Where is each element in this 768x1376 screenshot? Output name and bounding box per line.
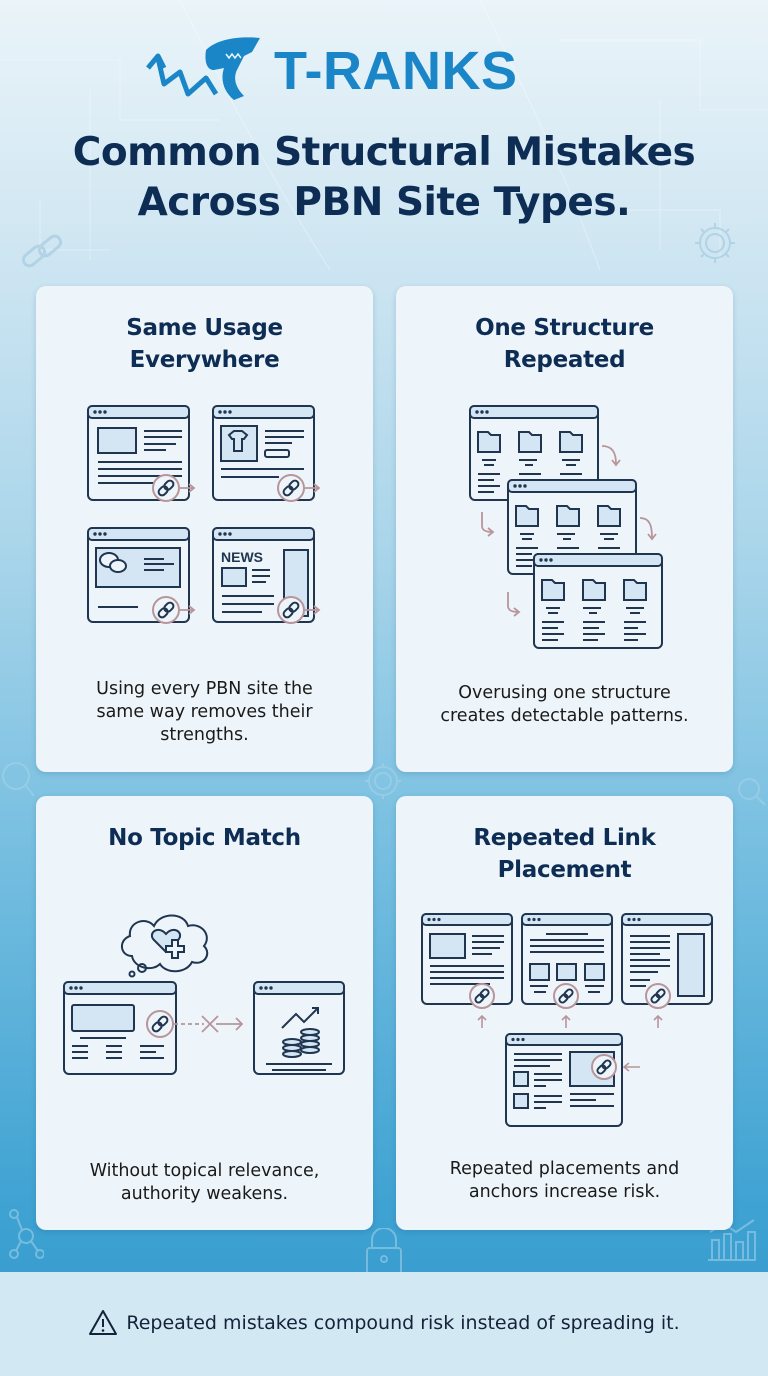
- card-description-line: Overusing one structure: [458, 683, 671, 703]
- brand-logo: T-RANKS: [144, 34, 544, 108]
- card-description-line: Repeated placements and: [449, 1159, 680, 1179]
- footer-banner: Repeated mistakes compound risk instead …: [0, 1272, 768, 1376]
- card-title-line: Placement: [497, 857, 632, 883]
- topic-mismatch-illustration: [63, 914, 345, 1075]
- card-description: Using every PBN site the same way remove…: [36, 678, 373, 747]
- stacked-windows-illustration: [469, 405, 663, 649]
- card-description: Overusing one structure creates detectab…: [396, 682, 733, 728]
- card-repeated-link-placement: Repeated Link Placement: [396, 796, 733, 1230]
- card-description-line: Without topical relevance,: [89, 1161, 320, 1181]
- lock-decor-icon: [366, 1228, 402, 1274]
- card-description-line: anchors increase risk.: [468, 1182, 661, 1202]
- footer-text: Repeated mistakes compound risk instead …: [126, 1312, 680, 1334]
- card-description-line: strengths.: [160, 725, 249, 745]
- card-title-line: Repeated Link: [473, 825, 656, 851]
- brand-name: T-RANKS: [274, 41, 518, 101]
- card-title-line: Everywhere: [129, 347, 280, 373]
- card-title: Same Usage Everywhere: [36, 312, 373, 376]
- card-same-usage: Same Usage Everywhere: [36, 286, 373, 772]
- network-decor-icon: [9, 1209, 44, 1259]
- card-title: No Topic Match: [36, 822, 373, 854]
- card-description-line: creates detectable patterns.: [440, 706, 689, 726]
- four-sites-illustration: NEWS: [87, 405, 320, 624]
- card-title: Repeated Link Placement: [396, 822, 733, 886]
- card-title-line: No Topic Match: [108, 825, 301, 851]
- card-no-topic-match: No Topic Match Without topi: [36, 796, 373, 1230]
- trex-arrow-logo-icon: [146, 37, 260, 100]
- card-title: One Structure Repeated: [396, 312, 733, 376]
- repeated-link-illustration: [421, 913, 713, 1127]
- news-label: NEWS: [221, 549, 263, 565]
- card-description: Without topical relevance, authority wea…: [36, 1160, 373, 1206]
- card-description-line: same way removes their: [96, 702, 313, 722]
- card-description-line: Using every PBN site the: [96, 679, 313, 699]
- card-description: Repeated placements and anchors increase…: [396, 1158, 733, 1204]
- card-title-line: Same Usage: [126, 315, 283, 341]
- warning-triangle-icon: [89, 1310, 118, 1335]
- card-one-structure: One Structure Repeated: [396, 286, 733, 772]
- gear-decor-icon: [695, 223, 735, 263]
- magnifier-decor-icon: [738, 778, 766, 806]
- magnifier-decor-icon: [2, 762, 35, 797]
- card-title-line: Repeated: [503, 347, 626, 373]
- page-title-line2: Across PBN Site Types.: [137, 180, 631, 225]
- page-title: Common Structural Mistakes Across PBN Si…: [0, 128, 768, 228]
- gear-decor-icon: [365, 763, 401, 799]
- card-title-line: One Structure: [475, 315, 654, 341]
- card-description-line: authority weakens.: [120, 1184, 289, 1204]
- chain-link-decor-icon: [21, 234, 63, 268]
- page-title-line1: Common Structural Mistakes: [72, 130, 696, 175]
